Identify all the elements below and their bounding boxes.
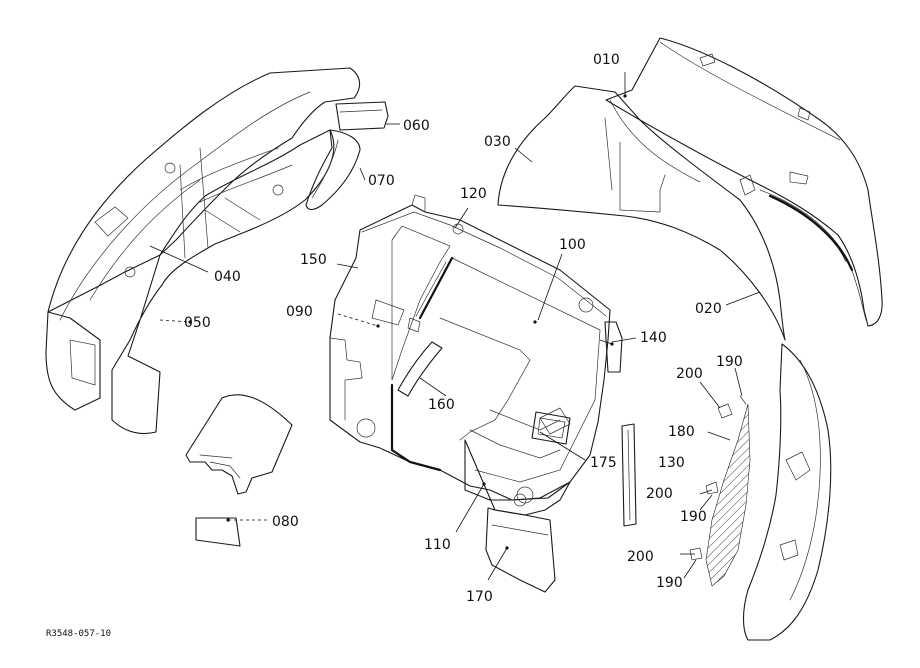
callout-200-mid: 200 xyxy=(646,486,673,502)
part-160-trim xyxy=(397,341,443,397)
callout-080: 080 xyxy=(272,514,299,530)
callout-170: 170 xyxy=(466,589,493,605)
callout-150: 150 xyxy=(300,252,327,268)
part-030-rear-panel xyxy=(497,85,786,341)
drawing-code: R3548-057-10 xyxy=(46,629,111,639)
callout-180: 180 xyxy=(668,424,695,440)
part-right-fender xyxy=(742,343,832,641)
callout-090: 090 xyxy=(286,304,313,320)
part-110-170-lower-panel xyxy=(464,439,571,593)
callout-100: 100 xyxy=(559,237,586,253)
callout-020: 020 xyxy=(695,301,722,317)
part-180-hatched-panel xyxy=(705,403,751,587)
callout-040: 040 xyxy=(214,269,241,285)
callout-190-bottom: 190 xyxy=(656,575,683,591)
part-010-020-hood xyxy=(605,37,883,327)
part-040-left-panel xyxy=(111,129,335,435)
part-070-strip xyxy=(305,129,361,211)
callout-120: 120 xyxy=(460,186,487,202)
callout-030: 030 xyxy=(484,134,511,150)
callout-130: 130 xyxy=(658,455,685,471)
callout-060: 060 xyxy=(403,118,430,134)
callout-190-mid: 190 xyxy=(680,509,707,525)
part-175-plate xyxy=(531,411,571,445)
callout-010: 010 xyxy=(593,52,620,68)
callout-160: 160 xyxy=(428,397,455,413)
callout-140: 140 xyxy=(640,330,667,346)
callout-070: 070 xyxy=(368,173,395,189)
part-140-clip xyxy=(604,321,623,373)
part-050-upper-shell xyxy=(45,67,361,411)
callout-200-bottom: 200 xyxy=(627,549,654,565)
callout-200-top: 200 xyxy=(676,366,703,382)
part-060-bracket xyxy=(335,101,389,131)
callout-190-top: 190 xyxy=(716,354,743,370)
callout-175: 175 xyxy=(590,455,617,471)
callout-labels: 010 020 030 040 050 060 070 080 090 100 … xyxy=(184,52,743,605)
leader-lines xyxy=(149,72,761,581)
callout-110: 110 xyxy=(424,537,451,553)
callout-050: 050 xyxy=(184,315,211,331)
part-120-rod xyxy=(415,256,454,320)
part-130-strip xyxy=(621,423,637,527)
part-080-floor-plate xyxy=(185,394,293,547)
